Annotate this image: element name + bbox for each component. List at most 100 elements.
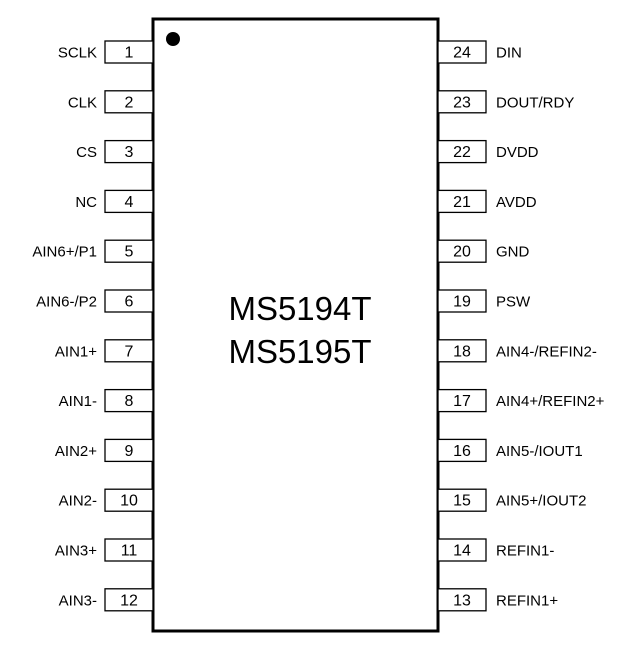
pin-box — [104, 40, 154, 64]
pin-left-9: 9 AIN2+ — [55, 438, 154, 463]
pin-right-12: 13 REFIN1+ — [437, 588, 558, 612]
pin-number: 20 — [453, 244, 471, 261]
pin-label: AIN5+/IOUT2 — [496, 493, 586, 510]
pin-box — [104, 388, 154, 413]
pin-label: AVDD — [496, 194, 537, 211]
pin-number: 13 — [453, 592, 471, 609]
pin-left-6: 6 AIN6-/P2 — [36, 289, 154, 313]
pin-label: AIN4-/REFIN2- — [496, 343, 597, 360]
pins-group: 1 SCLK 2 CLK 3 CS 4 NC 5 AIN6+/P1 6 AIN6-/P2 7 AIN1+ 8… — [32, 40, 605, 612]
pin-number: 2 — [125, 94, 134, 111]
pin-label: REFIN1+ — [496, 592, 558, 609]
pin-box — [437, 339, 487, 363]
pin-box — [104, 90, 154, 114]
pin-right-5: 20 GND — [437, 239, 530, 263]
pin-box — [104, 289, 154, 313]
pin-left-2: 2 CLK — [68, 90, 154, 114]
pin1-marker-dot — [166, 32, 180, 46]
pin-box — [104, 189, 154, 214]
pin-right-6: 19 PSW — [437, 289, 531, 313]
pin-box — [437, 488, 487, 512]
pin-left-5: 5 AIN6+/P1 — [32, 239, 154, 263]
pin-box — [437, 538, 487, 562]
pin-right-1: 24 DIN — [437, 40, 522, 64]
pin-box — [437, 40, 487, 64]
pin-right-11: 14 REFIN1- — [437, 538, 554, 562]
pin-box — [104, 339, 154, 363]
pin-number: 1 — [125, 45, 134, 62]
pin-number: 18 — [453, 343, 471, 360]
pin-label: PSW — [496, 294, 531, 311]
pin-box — [437, 90, 487, 114]
pin-left-4: 4 NC — [75, 189, 154, 214]
pin-number: 7 — [125, 343, 134, 360]
pin-number: 12 — [120, 592, 138, 609]
pin-left-8: 8 AIN1- — [59, 388, 154, 413]
pin-box — [104, 139, 154, 164]
chip-body — [151, 17, 440, 633]
pin-box — [437, 388, 487, 413]
pin-box — [437, 139, 487, 164]
pin-number: 23 — [453, 94, 471, 111]
pin-right-9: 16 AIN5-/IOUT1 — [437, 438, 583, 463]
pin-label: AIN3+ — [55, 543, 97, 560]
pin-number: 17 — [453, 393, 471, 410]
pin-number: 6 — [125, 294, 134, 311]
pin-number: 8 — [125, 393, 134, 410]
pin-number: 5 — [125, 244, 134, 261]
pin-label: AIN2- — [59, 493, 97, 510]
pin-box — [437, 189, 487, 214]
pin-label: AIN4+/REFIN2+ — [496, 393, 605, 410]
pin-box — [437, 438, 487, 463]
pin-box — [104, 488, 154, 512]
pin-label: CS — [76, 144, 97, 161]
pin-number: 19 — [453, 294, 471, 311]
pin-label: DIN — [496, 45, 522, 62]
pin-number: 3 — [125, 144, 134, 161]
pin-right-2: 23 DOUT/RDY — [437, 90, 574, 114]
pin-label: AIN1- — [59, 393, 97, 410]
pin-number: 24 — [453, 45, 471, 62]
pin-number: 14 — [453, 543, 471, 560]
pin-box — [104, 588, 154, 612]
pin-label: DVDD — [496, 144, 539, 161]
pin-label: AIN6+/P1 — [32, 244, 97, 261]
pin-label: AIN1+ — [55, 343, 97, 360]
pin-label: CLK — [68, 94, 97, 111]
pin-label: REFIN1- — [496, 543, 554, 560]
part-number-2: MS5195T — [228, 333, 371, 370]
pin-number: 11 — [121, 543, 138, 560]
pin-left-10: 10 AIN2- — [59, 488, 154, 512]
pin-label: AIN5-/IOUT1 — [496, 443, 583, 460]
pin-label: AIN6-/P2 — [36, 294, 97, 311]
pin-right-3: 22 DVDD — [437, 139, 539, 164]
pin-label: GND — [496, 244, 530, 261]
pin-label: DOUT/RDY — [496, 94, 574, 111]
pin-box — [437, 239, 487, 263]
pin-number: 22 — [453, 144, 471, 161]
pin-left-1: 1 SCLK — [58, 40, 154, 64]
part-number-1: MS5194T — [228, 290, 371, 327]
pin-box — [437, 289, 487, 313]
pin-box — [104, 239, 154, 263]
pin-number: 10 — [120, 493, 138, 510]
pin-label: AIN3- — [59, 592, 97, 609]
pin-box — [104, 538, 154, 562]
pin-right-8: 17 AIN4+/REFIN2+ — [437, 388, 605, 413]
pin-right-7: 18 AIN4-/REFIN2- — [437, 339, 597, 363]
pin-number: 4 — [125, 194, 134, 211]
pin-number: 16 — [453, 443, 471, 460]
pin-left-12: 12 AIN3- — [59, 588, 154, 612]
pin-number: 9 — [125, 443, 134, 460]
pin-number: 15 — [453, 493, 471, 510]
pin-label: AIN2+ — [55, 443, 97, 460]
pin-label: SCLK — [58, 45, 97, 62]
pin-right-4: 21 AVDD — [437, 189, 537, 214]
pin-right-10: 15 AIN5+/IOUT2 — [437, 488, 586, 512]
pin-left-11: 11 AIN3+ — [55, 538, 154, 562]
pin-number: 21 — [453, 194, 471, 211]
pin-box — [437, 588, 487, 612]
pin-box — [104, 438, 154, 463]
pin-label: NC — [75, 194, 97, 211]
